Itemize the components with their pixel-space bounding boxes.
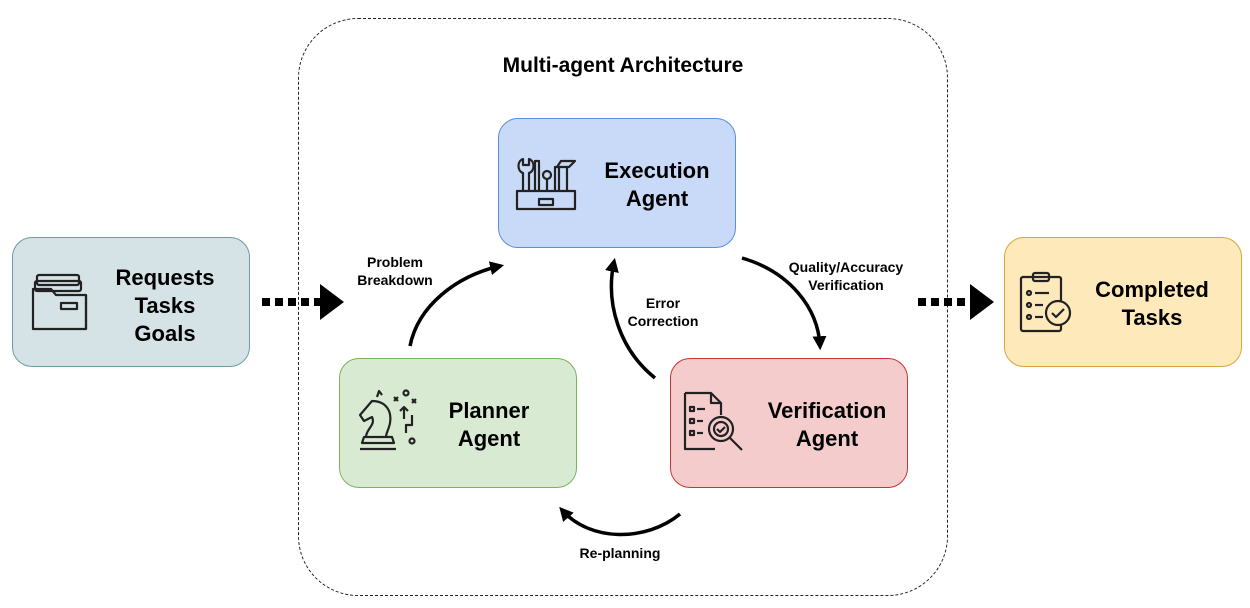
execution-line-1: Execution <box>604 158 710 183</box>
verification-agent-box: Verification Agent <box>670 358 908 488</box>
planner-line-1: Planner <box>448 398 530 423</box>
input-box: Requests Tasks Goals <box>12 237 250 367</box>
output-line-2: Tasks <box>1121 305 1183 330</box>
architecture-title: Multi-agent Architecture <box>502 54 744 77</box>
problem-breakdown-arrow <box>408 261 505 347</box>
execution-agent-box: Execution Agent <box>498 118 736 248</box>
replanning-label: Re-planning <box>579 545 661 561</box>
input-line-2: Tasks <box>134 293 196 318</box>
toolbox-icon <box>515 157 577 211</box>
replanning-arrow <box>559 506 682 537</box>
architecture-container <box>298 18 948 596</box>
quality-verification-label: Quality/Accuracy Verification <box>788 259 904 293</box>
output-box: Completed Tasks <box>1004 237 1242 367</box>
folder-icon <box>31 273 88 331</box>
verification-line-1: Verification <box>767 398 887 423</box>
verification-line-2: Agent <box>795 426 859 451</box>
error-correction-label: Error Correction <box>627 295 699 329</box>
quality-verification-arrow <box>741 256 827 351</box>
input-arrow <box>262 284 344 320</box>
input-line-3: Goals <box>134 321 196 346</box>
planner-line-2: Agent <box>457 426 521 451</box>
document-search-icon <box>683 391 743 451</box>
planner-agent-box: Planner Agent <box>339 358 577 488</box>
error-correction-arrow <box>605 257 657 380</box>
output-line-1: Completed <box>1095 277 1209 302</box>
execution-line-2: Agent <box>625 186 689 211</box>
input-line-1: Requests <box>115 265 215 290</box>
clipboard-check-icon <box>1019 271 1072 333</box>
chess-knight-icon <box>358 389 417 451</box>
output-arrow <box>918 284 994 320</box>
problem-breakdown-label: Problem Breakdown <box>357 254 433 288</box>
